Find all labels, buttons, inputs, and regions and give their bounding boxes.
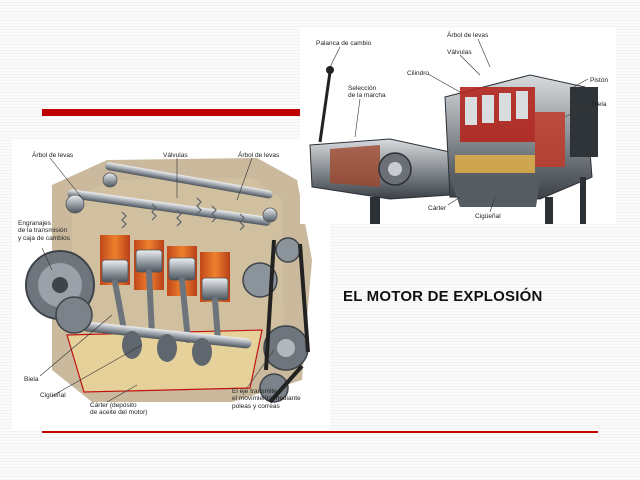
footer-divider bbox=[42, 431, 598, 433]
label-valvulas: Válvulas bbox=[163, 152, 188, 159]
label-carter-photo: Cárter bbox=[428, 205, 447, 212]
label-palanca-de-cambio: Palanca de cambio bbox=[316, 40, 372, 47]
label-ciguenal-photo: Cigüeñal bbox=[475, 213, 501, 220]
label-eje-transmite: El eje transmite el movimiento mediante … bbox=[232, 388, 301, 410]
engine-photo-illustration: Palanca de cambio Árbol de levas Válvula… bbox=[300, 27, 616, 224]
label-biela: Biela bbox=[24, 376, 39, 383]
label-biela-photo: Biela bbox=[592, 101, 607, 108]
label-engranajes: Engranajes de la transmisión y caja de c… bbox=[18, 220, 71, 242]
label-ciguenal: Cigüeñal bbox=[40, 392, 66, 399]
engine-cutaway-drawing bbox=[25, 157, 312, 404]
label-seleccion-de-la-marcha: Selección de la marcha bbox=[348, 85, 386, 100]
label-arbol-de-levas-photo: Árbol de levas bbox=[447, 32, 489, 39]
slide-title: EL MOTOR DE EXPLOSIÓN bbox=[343, 288, 543, 305]
label-arbol-de-levas-right: Árbol de levas bbox=[238, 152, 280, 159]
label-arbol-de-levas-left: Árbol de levas bbox=[32, 152, 74, 159]
label-piston: Pistón bbox=[590, 77, 609, 84]
label-cilindro: Cilindro bbox=[407, 70, 430, 77]
label-carter: Cárter (depósito de aceite del motor) bbox=[90, 402, 148, 417]
engine-cutaway-illustration: Árbol de levas Válvulas Árbol de levas E… bbox=[12, 140, 330, 430]
label-valvulas-photo: Válvulas bbox=[447, 49, 472, 56]
engine-photo-drawing bbox=[309, 38, 598, 224]
title-accent-bar bbox=[42, 109, 300, 116]
